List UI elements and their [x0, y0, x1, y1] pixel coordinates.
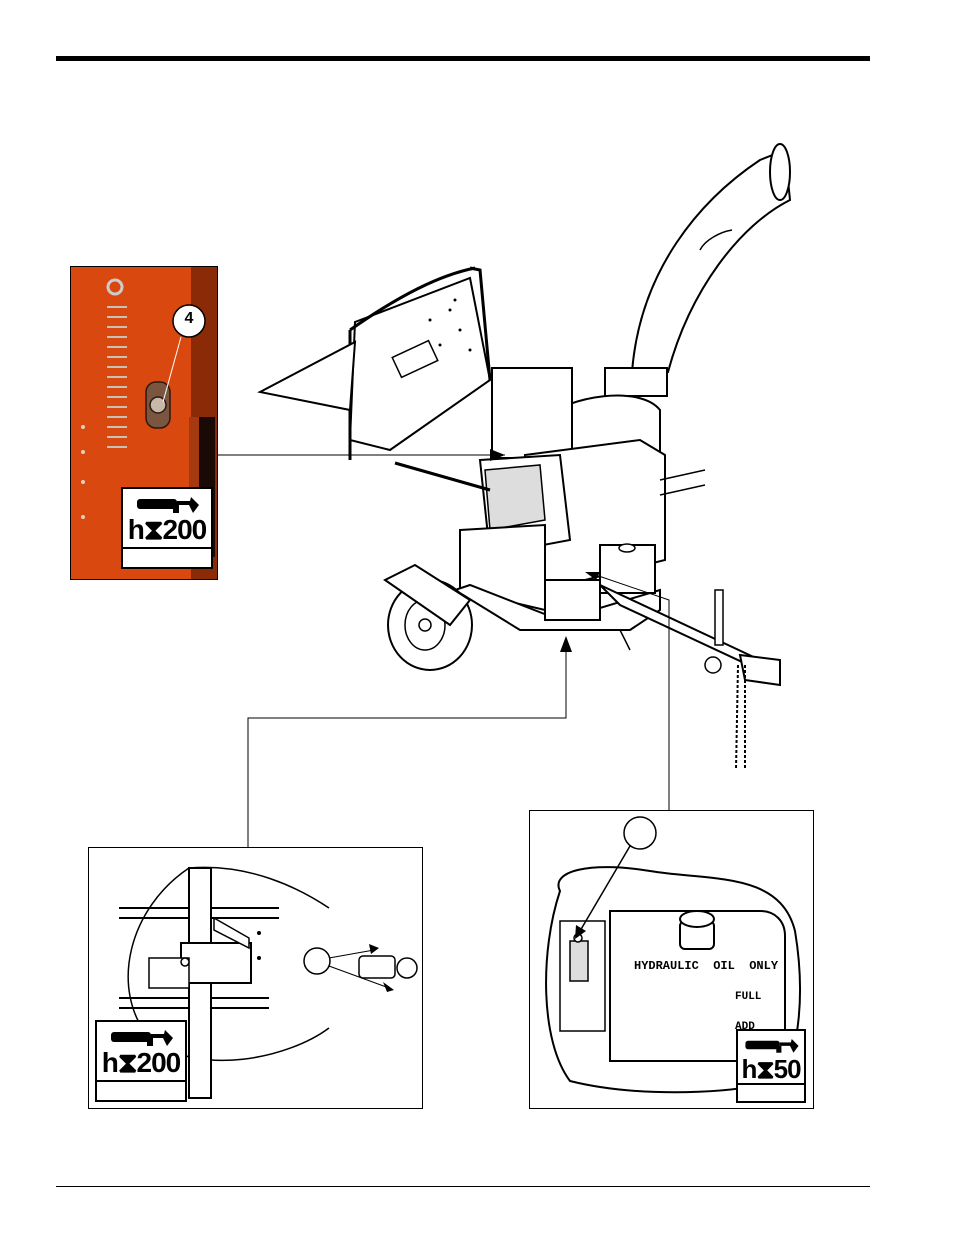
service-interval-badge: h⧗50 [736, 1029, 806, 1103]
badge-caption-box [123, 547, 211, 567]
grease-gun-icon [133, 493, 203, 515]
service-interval-text: h⧗200 [97, 1048, 185, 1078]
tank-full-mark: FULL [735, 991, 761, 1003]
hydraulic-panel: HYDRAULIC OIL ONLY FULL ADD h⧗50 [529, 810, 814, 1109]
service-interval-text: h⧗200 [123, 515, 211, 545]
safety-chains [736, 665, 745, 770]
callout-circle [624, 817, 656, 849]
badge-caption-box [97, 1080, 185, 1100]
drawbar-panel: h⧗200 [88, 847, 423, 1109]
tank-label: HYDRAULIC OIL ONLY [634, 959, 778, 973]
callout-number: 4 [171, 310, 207, 328]
infeed-tray [260, 342, 355, 410]
grease-gun-icon [107, 1026, 177, 1048]
leader-line-drawbar [248, 640, 566, 848]
grease-gun-icon [742, 1035, 802, 1055]
control-box [492, 368, 572, 458]
service-interval-badge: h⧗200 [121, 487, 213, 569]
badge-caption-box [738, 1083, 804, 1101]
photo-panel: 4 h⧗200 [70, 266, 218, 580]
discharge-chute [632, 150, 790, 372]
service-interval-text: h⧗50 [738, 1055, 804, 1083]
service-interval-badge: h⧗200 [95, 1020, 187, 1102]
